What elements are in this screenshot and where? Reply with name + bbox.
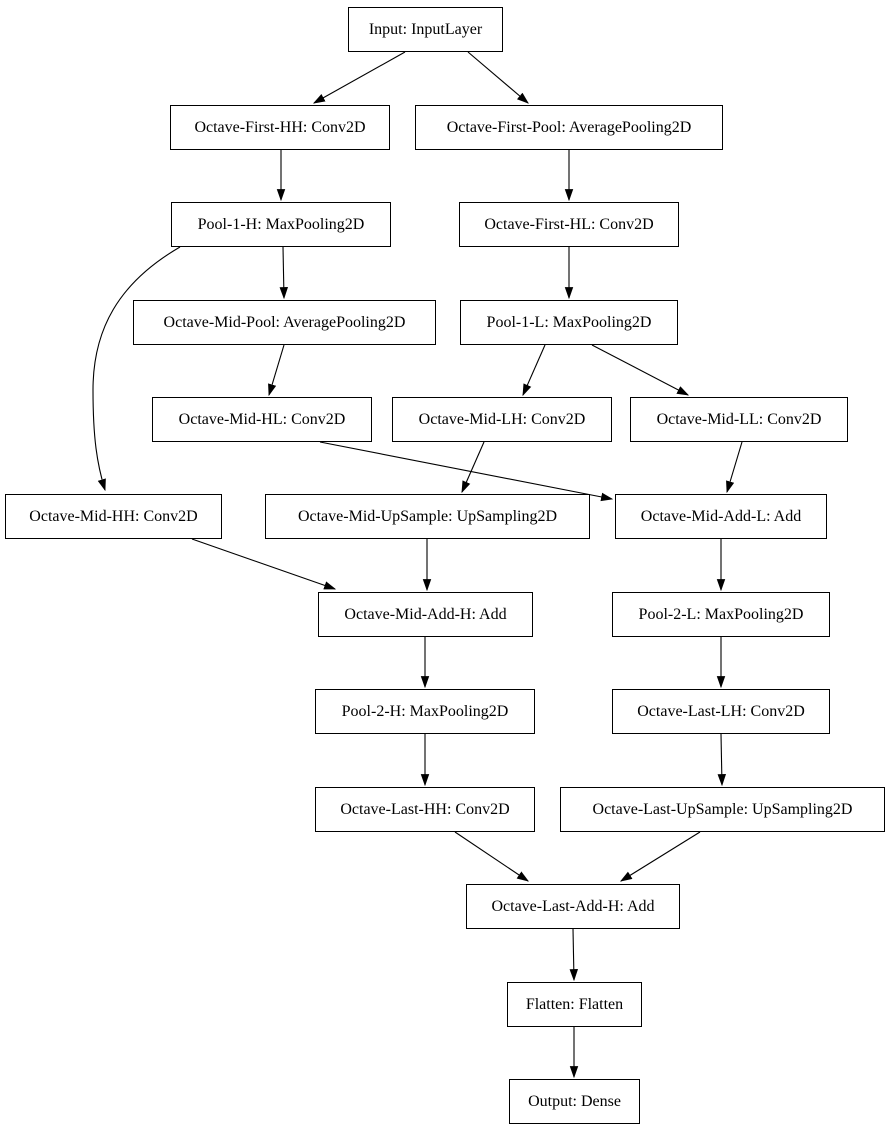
- layer-node-mid-ll: Octave-Mid-LL: Conv2D: [630, 397, 848, 442]
- edge-pool-1-l-to-mid-ll: [591, 344, 690, 396]
- layer-node-mid-add-l: Octave-Mid-Add-L: Add: [615, 494, 827, 539]
- layer-node-first-hh: Octave-First-HH: Conv2D: [170, 105, 390, 150]
- edge-input-to-first-pool: [467, 51, 529, 104]
- layer-node-first-hl: Octave-First-HL: Conv2D: [459, 202, 679, 247]
- layer-node-mid-hl: Octave-Mid-HL: Conv2D: [152, 397, 372, 442]
- layer-node-output: Output: Dense: [509, 1079, 640, 1124]
- layer-node-mid-pool: Octave-Mid-Pool: AveragePooling2D: [133, 300, 436, 345]
- edge-mid-ll-to-mid-add-l: [726, 441, 743, 494]
- edge-last-up-to-last-add-h: [619, 831, 701, 882]
- layer-node-mid-add-h: Octave-Mid-Add-H: Add: [318, 592, 533, 637]
- layer-node-pool-1-l: Pool-1-L: MaxPooling2D: [460, 300, 678, 345]
- edge-mid-lh-to-mid-up: [461, 441, 485, 494]
- layer-node-mid-up: Octave-Mid-UpSample: UpSampling2D: [265, 494, 590, 539]
- edge-pool-1-l-to-mid-lh: [522, 344, 546, 397]
- edge-last-add-h-to-flatten: [569, 928, 579, 982]
- layer-node-mid-hh: Octave-Mid-HH: Conv2D: [5, 494, 222, 539]
- layer-node-pool-2-h: Pool-2-H: MaxPooling2D: [315, 689, 535, 734]
- layer-node-mid-lh: Octave-Mid-LH: Conv2D: [392, 397, 612, 442]
- layer-node-last-up: Octave-Last-UpSample: UpSampling2D: [560, 787, 885, 832]
- edge-mid-hh-to-mid-add-h: [191, 538, 337, 590]
- layer-node-first-pool: Octave-First-Pool: AveragePooling2D: [415, 105, 723, 150]
- edge-pool-1-h-to-mid-hh: [92, 246, 181, 492]
- layer-node-pool-2-l: Pool-2-L: MaxPooling2D: [612, 592, 830, 637]
- layer-node-last-add-h: Octave-Last-Add-H: Add: [466, 884, 680, 929]
- edge-pool-1-h-to-mid-pool: [279, 246, 289, 300]
- edge-last-hh-to-last-add-h: [454, 831, 530, 882]
- edge-last-lh-to-last-up: [717, 733, 727, 787]
- layer-node-last-hh: Octave-Last-HH: Conv2D: [315, 787, 535, 832]
- layer-node-pool-1-h: Pool-1-H: MaxPooling2D: [171, 202, 391, 247]
- layer-node-last-lh: Octave-Last-LH: Conv2D: [612, 689, 830, 734]
- layer-node-flatten: Flatten: Flatten: [507, 982, 642, 1027]
- edge-mid-hl-to-mid-add-l: [319, 441, 614, 502]
- edge-mid-pool-to-mid-hl: [268, 344, 285, 397]
- edge-input-to-first-hh: [312, 51, 406, 104]
- layer-node-input: Input: InputLayer: [348, 7, 503, 52]
